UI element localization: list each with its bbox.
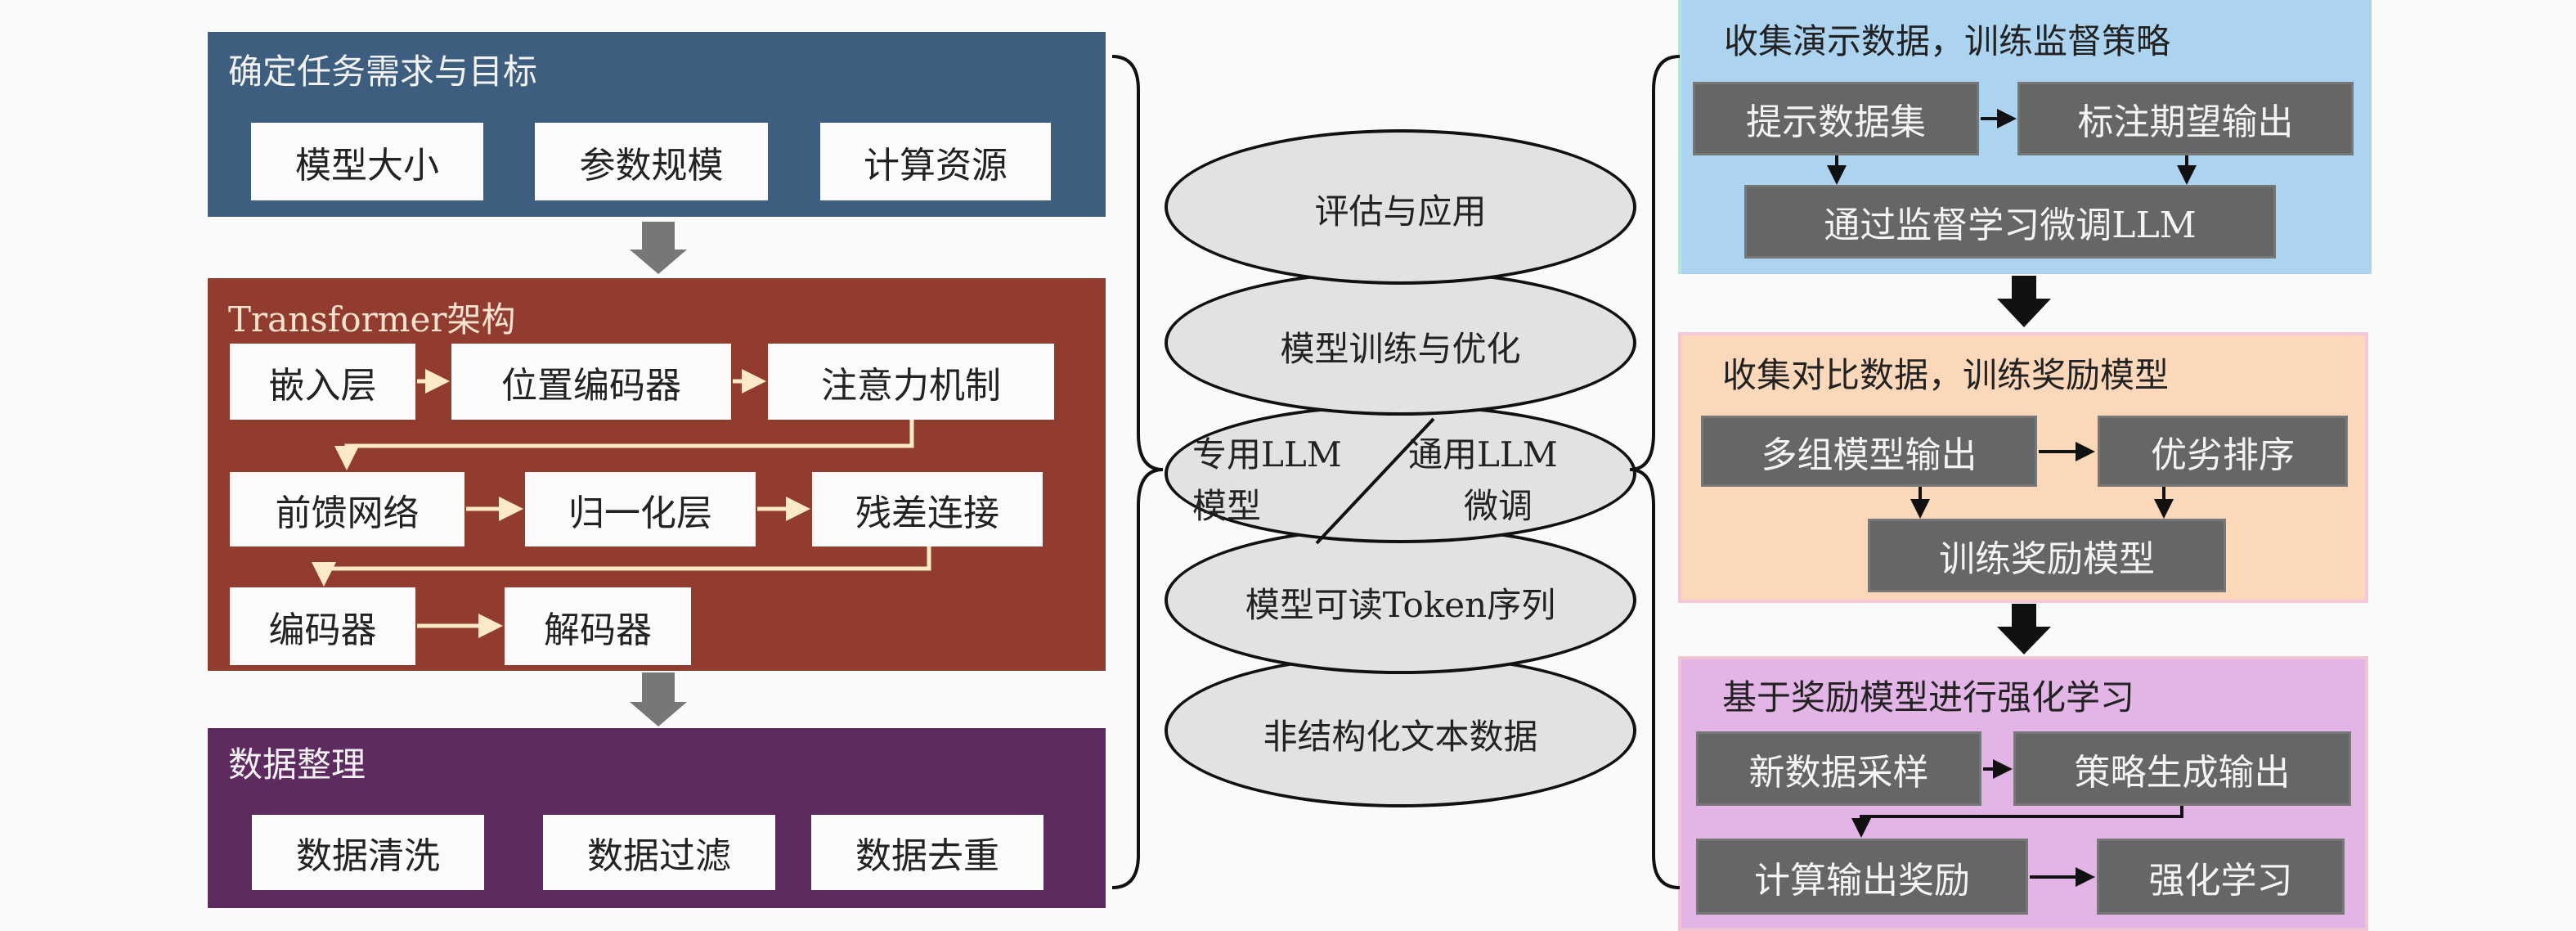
box-normalization: 归一化层 (525, 472, 756, 546)
layer-llm-type (1165, 404, 1636, 543)
box-feedforward: 前馈网络 (230, 472, 464, 546)
box-policy-output: 策略生成输出 (2013, 731, 2351, 806)
box-embedding: 嵌入层 (230, 344, 415, 420)
special-llm-line2: 模型 (1192, 486, 1262, 526)
sft-panel-title: 收集演示数据，训练监督策略 (1724, 21, 2171, 61)
layer-unstructured-text (1165, 654, 1636, 807)
box-label-output: 标注期望输出 (2017, 82, 2354, 155)
llm-split-line (1315, 417, 1435, 545)
task-panel-title: 确定任务需求与目标 (228, 52, 538, 92)
pipeline-arrows (1827, 109, 2197, 887)
box-compute: 计算资源 (820, 123, 1051, 200)
box-ranking: 优劣排序 (2098, 416, 2348, 487)
box-data-dedup: 数据去重 (811, 815, 1043, 890)
transformer-panel-title: Transformer架构 (228, 299, 516, 340)
box-new-sampling: 新数据采样 (1696, 731, 1981, 806)
general-llm-line1: 通用LLM (1408, 434, 1558, 474)
general-llm-line2: 微调 (1464, 486, 1533, 526)
box-encoder: 编码器 (230, 587, 415, 665)
arrow-rm-to-rl (1997, 604, 2051, 654)
arrow-sft-to-rm (1997, 276, 2051, 327)
box-reinforcement: 强化学习 (2097, 839, 2345, 915)
arrow-transformer-to-data (630, 672, 687, 726)
box-multi-outputs: 多组模型输出 (1701, 416, 2037, 487)
transformer-arrows (312, 369, 931, 638)
layer-unstructured-label: 非结构化文本数据 (1263, 717, 1538, 757)
box-decoder: 解码器 (505, 587, 691, 665)
box-sft-finetune: 通过监督学习微调LLM (1744, 185, 2276, 259)
box-positional-encoder: 位置编码器 (451, 344, 731, 420)
layer-evaluation (1165, 129, 1636, 285)
layer-training-label: 模型训练与优化 (1280, 329, 1521, 369)
layer-token-label: 模型可读Token序列 (1245, 585, 1556, 625)
special-llm-line1: 专用LLM (1192, 434, 1342, 474)
arrow-task-to-transformer (630, 222, 687, 274)
layer-evaluation-label: 评估与应用 (1314, 191, 1487, 232)
box-data-filtering: 数据过滤 (543, 815, 775, 890)
box-prompt-dataset: 提示数据集 (1693, 82, 1979, 155)
data-panel-title: 数据整理 (228, 744, 366, 785)
layer-training (1165, 270, 1636, 416)
right-brace (1629, 55, 1681, 889)
box-data-cleaning: 数据清洗 (252, 815, 484, 890)
box-train-reward-model: 训练奖励模型 (1868, 519, 2226, 592)
box-compute-reward: 计算输出奖励 (1696, 839, 2028, 915)
box-attention: 注意力机制 (768, 344, 1054, 420)
box-residual: 残差连接 (812, 472, 1043, 546)
rl-panel-title: 基于奖励模型进行强化学习 (1722, 677, 2135, 717)
box-param-scale: 参数规模 (535, 123, 768, 200)
left-brace (1111, 55, 1164, 889)
box-model-size: 模型大小 (251, 123, 483, 200)
rm-panel-title: 收集对比数据，训练奖励模型 (1722, 355, 2170, 395)
